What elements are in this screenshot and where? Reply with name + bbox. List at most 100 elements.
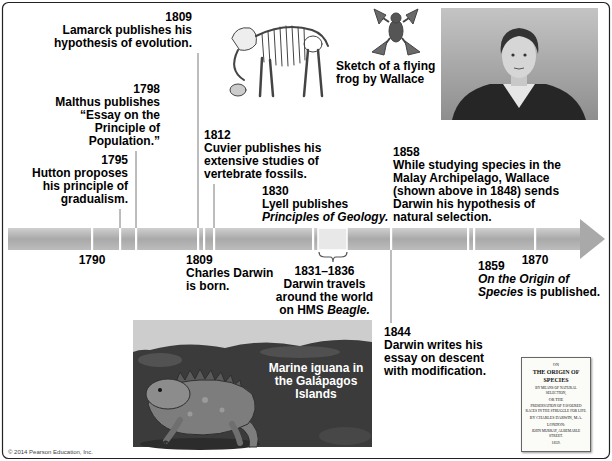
- text-group: © 2014 Pearson Education, Inc.: [8, 448, 228, 456]
- mouth: [514, 68, 524, 69]
- text-line: On the Origin of Speciesis published.: [478, 273, 608, 299]
- cover-text: BY MEANS OF NATURAL SELECTION,: [525, 386, 587, 395]
- iguana-eye: [158, 388, 162, 392]
- event-text: Beagle.: [327, 303, 370, 317]
- sky: [133, 320, 372, 352]
- rock: [138, 353, 182, 367]
- skin-spot: [188, 412, 193, 417]
- year-label: 1798: [40, 83, 160, 96]
- event-text: Charles Darwin is born.: [186, 267, 278, 293]
- year-label: 1870: [515, 254, 555, 267]
- iguana-photo: [133, 320, 372, 450]
- frog-foot: [405, 41, 420, 55]
- text-group: 1790: [72, 254, 112, 267]
- text-line: Darwin travels around the world on HMSBe…: [272, 278, 377, 317]
- leader-line: [391, 250, 392, 323]
- tick: [135, 228, 137, 250]
- text-group: 1798Malthus publishes “Essay on the Prin…: [40, 83, 160, 148]
- tick: [390, 228, 392, 250]
- book-cover: ON THE ORIGIN OF SPECIES BY MEANS OF NATUR…: [521, 357, 591, 452]
- image-caption: Sketch of a flying frog by Wallace: [336, 60, 440, 86]
- iguana-leg: [232, 424, 240, 443]
- tusk: [234, 50, 244, 80]
- tick: [473, 228, 475, 250]
- copyright-notice: © 2014 Pearson Education, Inc.: [8, 448, 228, 456]
- skull: [232, 28, 256, 51]
- year-label: 1812: [204, 129, 326, 142]
- portrait-ground: [441, 8, 598, 120]
- text-group: 1831–1836Darwin travels around the world…: [272, 265, 377, 317]
- year-label: 1844: [384, 326, 490, 339]
- skin-spot: [220, 408, 225, 413]
- iguana-claws: [157, 441, 173, 447]
- event-text: Darwin writes his essay on descent with …: [384, 339, 490, 378]
- tick: [91, 228, 93, 250]
- cover-text: JOHN MURRAY, ALBEMARLE STREET.: [525, 429, 587, 438]
- collar: [503, 84, 535, 108]
- leader-line: [198, 53, 199, 228]
- text-group: 1858While studying species in the Malay …: [393, 146, 565, 224]
- wallace-portrait: [441, 8, 598, 120]
- frog-sketch: [372, 9, 420, 55]
- rock: [260, 346, 340, 358]
- hair: [501, 28, 539, 54]
- tick: [119, 228, 121, 250]
- cover-text: OR THE: [525, 397, 587, 402]
- text-group: 1830Lyell publishesPrinciples of Geology…: [262, 185, 392, 224]
- event-text: Cuvier publishes his extensive studies o…: [204, 142, 326, 181]
- eye: [511, 53, 514, 56]
- leader-line: [214, 184, 215, 228]
- tick: [534, 228, 536, 250]
- event-text: is published.: [527, 285, 600, 299]
- tick: [467, 228, 469, 250]
- year-label: 1790: [72, 254, 112, 267]
- tick: [203, 228, 205, 250]
- skeleton-drawing: [230, 26, 328, 96]
- tick: [213, 228, 215, 250]
- year-label: 1795: [28, 154, 128, 167]
- text-group: Sketch of a flying frog by Wallace: [336, 60, 440, 86]
- iguana-leg: [166, 420, 180, 441]
- event-text: Malthus publishes “Essay on the Principl…: [40, 96, 160, 148]
- text-group: 1844Darwin writes his essay on descent w…: [384, 326, 490, 378]
- year-ticks: [91, 228, 536, 250]
- span-brace: [319, 252, 347, 262]
- leader-line: [136, 151, 137, 228]
- iguana-head: [146, 379, 190, 409]
- year-label: 1858: [393, 146, 565, 159]
- tick: [312, 228, 314, 250]
- event-text: Principles of Geology.: [262, 211, 392, 224]
- cover-text: THE ORIGIN OF SPECIES: [525, 369, 587, 384]
- small-skull: [230, 84, 246, 96]
- timeline-arrowhead: [580, 219, 605, 259]
- voyage-span: [318, 228, 347, 250]
- text-group: 1812Cuvier publishes his extensive studi…: [204, 129, 326, 181]
- coat: [452, 84, 586, 120]
- cover-text: PRESERVATION OF FAVOURED RACES IN THE ST…: [525, 404, 587, 413]
- cover-text: ON: [525, 362, 587, 367]
- pelvis: [304, 36, 322, 52]
- event-text: While studying species in the Malay Arch…: [393, 159, 565, 224]
- leader-line: [120, 209, 121, 228]
- frog-foot: [372, 41, 387, 55]
- text-group: 1809Charles Darwin is born.: [186, 254, 278, 293]
- text-group: 1870: [515, 254, 555, 267]
- figure-frame: [3, 3, 610, 459]
- cover-text: 1859.: [525, 440, 587, 445]
- rock: [319, 427, 371, 445]
- frog-foot: [406, 9, 418, 24]
- year-label: 1830: [262, 185, 392, 198]
- frog-head: [391, 13, 401, 23]
- event-text: Hutton proposes his principle of gradual…: [28, 167, 128, 206]
- legs: [260, 50, 322, 96]
- skin-spot: [202, 397, 208, 403]
- event-text: Lamarck publishes his hypothesis of evol…: [47, 24, 192, 50]
- ribs: [262, 26, 305, 66]
- year-label: 1831–1836: [272, 265, 377, 278]
- year-label: 1809: [47, 11, 192, 24]
- image-caption: Marine iguana in the Galápagos Islands: [262, 362, 370, 401]
- text-group: 1809Lamarck publishes his hypothesis of …: [47, 11, 192, 50]
- rock-ground: [133, 320, 372, 447]
- text-group: Marine iguana in the Galápagos Islands: [262, 362, 370, 401]
